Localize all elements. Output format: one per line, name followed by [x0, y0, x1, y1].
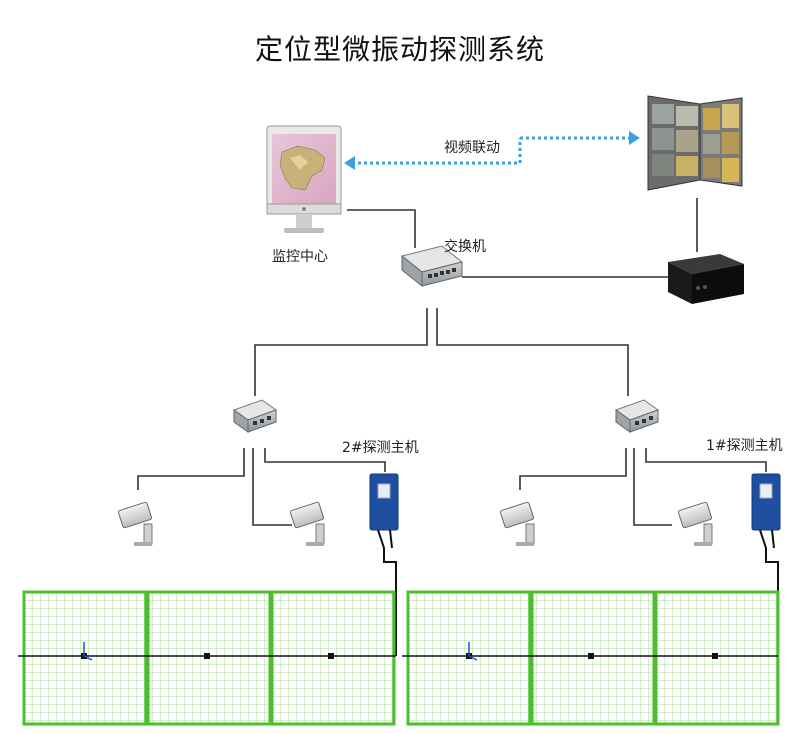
camera-icon-2 — [289, 501, 325, 546]
diagram-title: 定位型微振动探测系统 — [254, 33, 545, 66]
fence-right — [406, 590, 780, 726]
video-link-arrow — [344, 131, 640, 170]
camera-icon-4 — [677, 501, 713, 546]
position-markers — [83, 642, 478, 661]
switch-label: 交换机 — [444, 239, 486, 255]
nvr-icon — [668, 254, 744, 304]
main-switch-icon — [400, 245, 464, 288]
host-1-label: 1#探测主机 — [706, 438, 783, 454]
video-link-label: 视频联动 — [444, 140, 500, 156]
monitor-icon — [266, 125, 342, 233]
right-sub-switch-icon — [614, 399, 660, 433]
left-sub-switch-icon — [232, 399, 278, 433]
host-2-icon — [369, 473, 399, 531]
monitor-center-label: 监控中心 — [272, 249, 328, 265]
video-wall-icon — [647, 95, 743, 191]
host-1-icon — [751, 473, 781, 531]
camera-icon-3 — [499, 501, 535, 546]
network-lines — [137, 198, 767, 526]
camera-icon-1 — [117, 501, 153, 546]
host-2-label: 2#探测主机 — [342, 440, 419, 456]
